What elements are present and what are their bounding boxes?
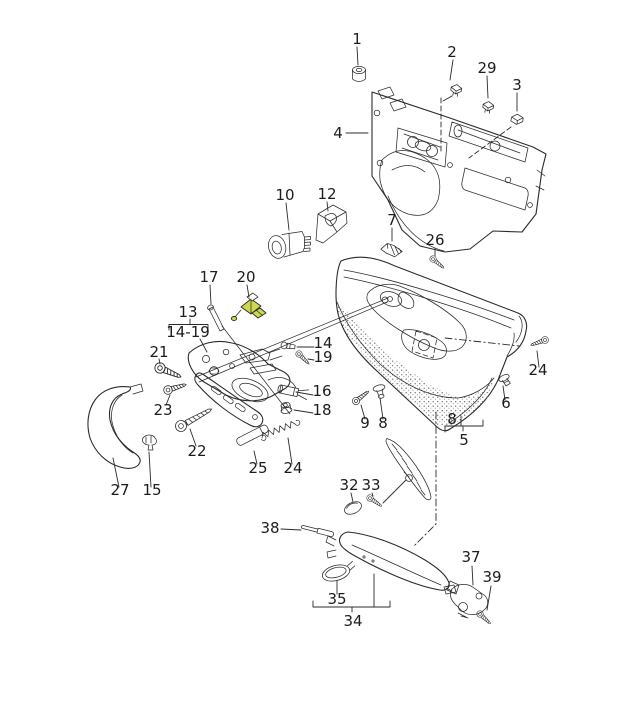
part-label-21[interactable]: 21 [149,343,168,361]
part-label-17[interactable]: 17 [199,268,218,286]
door-inner-panel [371,86,547,253]
part-pushpin-8 [372,384,386,399]
part-label-4[interactable]: 4 [333,124,343,142]
part-clip-15 [142,434,157,451]
construction-line-armrest [412,411,437,548]
part-label-33[interactable]: 33 [361,476,380,494]
door-bracket-section [385,438,432,501]
part-label-14-19[interactable]: 14-19 [166,323,210,341]
door-trim-panel [335,256,528,432]
part-grommet-7 [380,243,403,258]
part-screw-21 [152,360,184,383]
part-pin-17 [207,304,225,332]
part-label-23[interactable]: 23 [153,401,172,419]
part-label-22[interactable]: 22 [187,442,206,460]
part-label-15[interactable]: 15 [142,481,161,499]
part-clip-14 [280,341,296,350]
part-label-12[interactable]: 12 [317,185,336,203]
part-label-37[interactable]: 37 [461,548,480,566]
part-nut-1 [352,66,366,82]
part-clip-3 [510,113,524,125]
part-bolt-22 [175,408,212,432]
part-screw-26 [428,254,447,272]
part-spring-24 [261,419,301,441]
part-label-26[interactable]: 26 [425,231,444,249]
part-cap-32 [344,501,362,515]
part-sleeve-25 [236,424,269,446]
part-label-2[interactable]: 2 [447,43,457,61]
part-cap-35 [321,560,356,582]
bracket-34-group [312,573,391,613]
part-label-38[interactable]: 38 [260,519,279,537]
part-switch-10 [268,231,311,259]
part-label-8-bracket[interactable]: 8 [447,410,457,428]
part-screw-39 [475,609,493,627]
part-screw-19 [294,349,312,367]
part-label-24-spring[interactable]: 24 [283,459,302,477]
part-label-3[interactable]: 3 [512,76,522,94]
part-screw-9 [350,387,372,407]
part-clip-29 [482,101,495,114]
lock-rods [195,296,393,415]
part-label-13[interactable]: 13 [178,303,197,321]
leader-lines [112,46,540,611]
part-label-39[interactable]: 39 [482,568,501,586]
construction-line-clip3 [468,126,512,159]
part-label-19[interactable]: 19 [313,348,332,366]
part-label-9[interactable]: 9 [360,414,370,432]
handle-carrier-assembly [187,340,297,428]
part-label-6[interactable]: 6 [501,394,511,412]
part-label-25[interactable]: 25 [248,459,267,477]
part-nut-18 [280,402,293,414]
part-label-18[interactable]: 18 [312,401,331,419]
part-label-20[interactable]: 20 [236,268,255,286]
part-pin-38 [301,525,334,537]
part-clip-2 [450,84,463,97]
part-armrest-34 [325,531,460,595]
part-label-8[interactable]: 8 [378,414,388,432]
construction-line-trim [444,337,520,347]
part-clip-6 [498,374,511,387]
part-label-32[interactable]: 32 [339,476,358,494]
part-label-27[interactable]: 27 [110,481,129,499]
part-handle-37 [443,584,489,619]
part-label-7[interactable]: 7 [387,211,397,229]
part-cover-12 [315,204,348,244]
part-label-14[interactable]: 14 [313,334,332,352]
part-door-pull-27 [87,383,144,469]
leader-33 [382,479,407,504]
part-label-24-right[interactable]: 24 [528,361,547,379]
part-label-10[interactable]: 10 [275,186,294,204]
part-label-16[interactable]: 16 [312,382,331,400]
part-screw-33 [365,493,384,510]
part-screw-23 [162,379,188,396]
part-label-5[interactable]: 5 [459,431,469,449]
part-switch-20-highlighted [230,292,267,321]
bracket-13-group [168,318,209,353]
part-cable-16 [277,384,310,401]
part-label-34[interactable]: 34 [343,612,362,630]
part-label-1[interactable]: 1 [352,30,362,48]
part-label-35[interactable]: 35 [327,590,346,608]
part-label-29[interactable]: 29 [477,59,496,77]
bracket-8-5-group [444,415,484,433]
callout-labels: 1 2 29 3 4 10 12 7 26 17 20 13 14-19 21 … [110,30,547,630]
part-screw-24-right [529,335,550,349]
